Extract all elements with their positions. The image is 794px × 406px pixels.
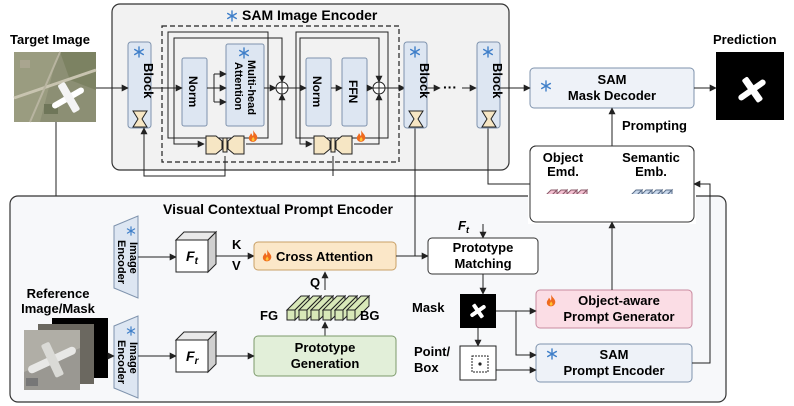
- prototype-generation-line1: Prototype: [295, 340, 356, 355]
- sam-encoder-title: SAM Image Encoder: [242, 7, 378, 23]
- prediction-label: Prediction: [713, 32, 777, 47]
- prototype-generation-line2: Generation: [291, 356, 360, 371]
- object-aware-line2: Prompt Generator: [563, 309, 674, 324]
- point-box-thumbnail: [459, 345, 497, 381]
- semantic-emb-line2: Emb.: [635, 164, 667, 179]
- mha-label-1: Multi-head: [245, 60, 257, 115]
- image-encoder-label-1: Image: [127, 242, 139, 274]
- prototype-matching-line1: Prototype: [453, 240, 514, 255]
- mask-decoder-line2: Mask Decoder: [568, 88, 656, 103]
- ft-matching-label: Ft: [458, 218, 470, 235]
- object-emd-line1: Object: [543, 150, 584, 165]
- fg-bg-prototype-stack: [285, 294, 371, 322]
- block-label: Block: [141, 63, 156, 99]
- reference-label-2: Image/Mask: [21, 301, 95, 316]
- adapter-2: [313, 135, 353, 155]
- prompt-encoder-line1: SAM: [600, 347, 629, 362]
- reference-label-1: Reference: [27, 286, 90, 301]
- ellipsis: ···: [443, 79, 457, 95]
- ft-label: Ft: [186, 248, 199, 267]
- block-label: Block: [490, 63, 505, 99]
- fg-label: FG: [260, 308, 278, 323]
- v-label: V: [232, 258, 241, 273]
- image-encoder-label-1: Image: [127, 342, 139, 374]
- object-aware-line1: Object-aware: [578, 293, 660, 308]
- hourglass-icon: [132, 110, 148, 128]
- hourglass-icon: [408, 110, 424, 128]
- norm-box-1: [181, 57, 208, 127]
- adapter-1: [205, 135, 245, 155]
- image-encoder-target: [113, 215, 139, 299]
- norm-label-1: Norm: [186, 76, 200, 107]
- add-circle-2: [372, 81, 386, 95]
- fr-label: Fr: [186, 348, 200, 367]
- q-label: Q: [310, 275, 320, 290]
- hourglass-icon: [481, 110, 497, 128]
- prompting-label: Prompting: [622, 118, 687, 133]
- bg-label: BG: [360, 308, 380, 323]
- object-emd-line2: Emd.: [547, 164, 579, 179]
- point-box-label-1: Point/: [414, 344, 450, 359]
- point-box-label-2: Box: [414, 360, 439, 375]
- fr-feature-cube: [174, 330, 218, 374]
- mask-decoder-line1: SAM: [598, 72, 627, 87]
- mha-box: [225, 43, 265, 127]
- prediction-mask: [716, 52, 784, 120]
- add-circle-1: [275, 81, 289, 95]
- transformer-block-dashed: [161, 25, 400, 163]
- target-image: [13, 51, 97, 123]
- mha-label-2: Attention: [232, 62, 244, 111]
- norm-label-2: Norm: [310, 76, 324, 107]
- ffn-box: [341, 57, 368, 127]
- image-encoder-label-2: Encoder: [115, 340, 127, 385]
- ft-feature-cube: [174, 230, 218, 274]
- block-label: Block: [417, 63, 432, 99]
- target-image-label: Target Image: [10, 32, 90, 47]
- mask-thumbnail: [460, 294, 496, 328]
- reference-image: [24, 318, 108, 390]
- ffn-label: FFN: [346, 80, 360, 103]
- vcpe-title: Visual Contextual Prompt Encoder: [163, 201, 394, 217]
- norm-box-2: [305, 57, 332, 127]
- prototype-matching-line2: Matching: [454, 256, 511, 271]
- semantic-emb-line1: Semantic: [622, 150, 680, 165]
- k-label: K: [232, 237, 242, 252]
- encoder-block-2: [403, 41, 428, 129]
- prompt-encoder-line2: Prompt Encoder: [563, 363, 664, 378]
- cross-attention-label: Cross Attention: [276, 249, 373, 264]
- mask-label: Mask: [412, 300, 445, 315]
- image-encoder-reference: [113, 315, 139, 399]
- image-encoder-label-2: Encoder: [115, 240, 127, 285]
- encoder-block-3: [476, 41, 501, 129]
